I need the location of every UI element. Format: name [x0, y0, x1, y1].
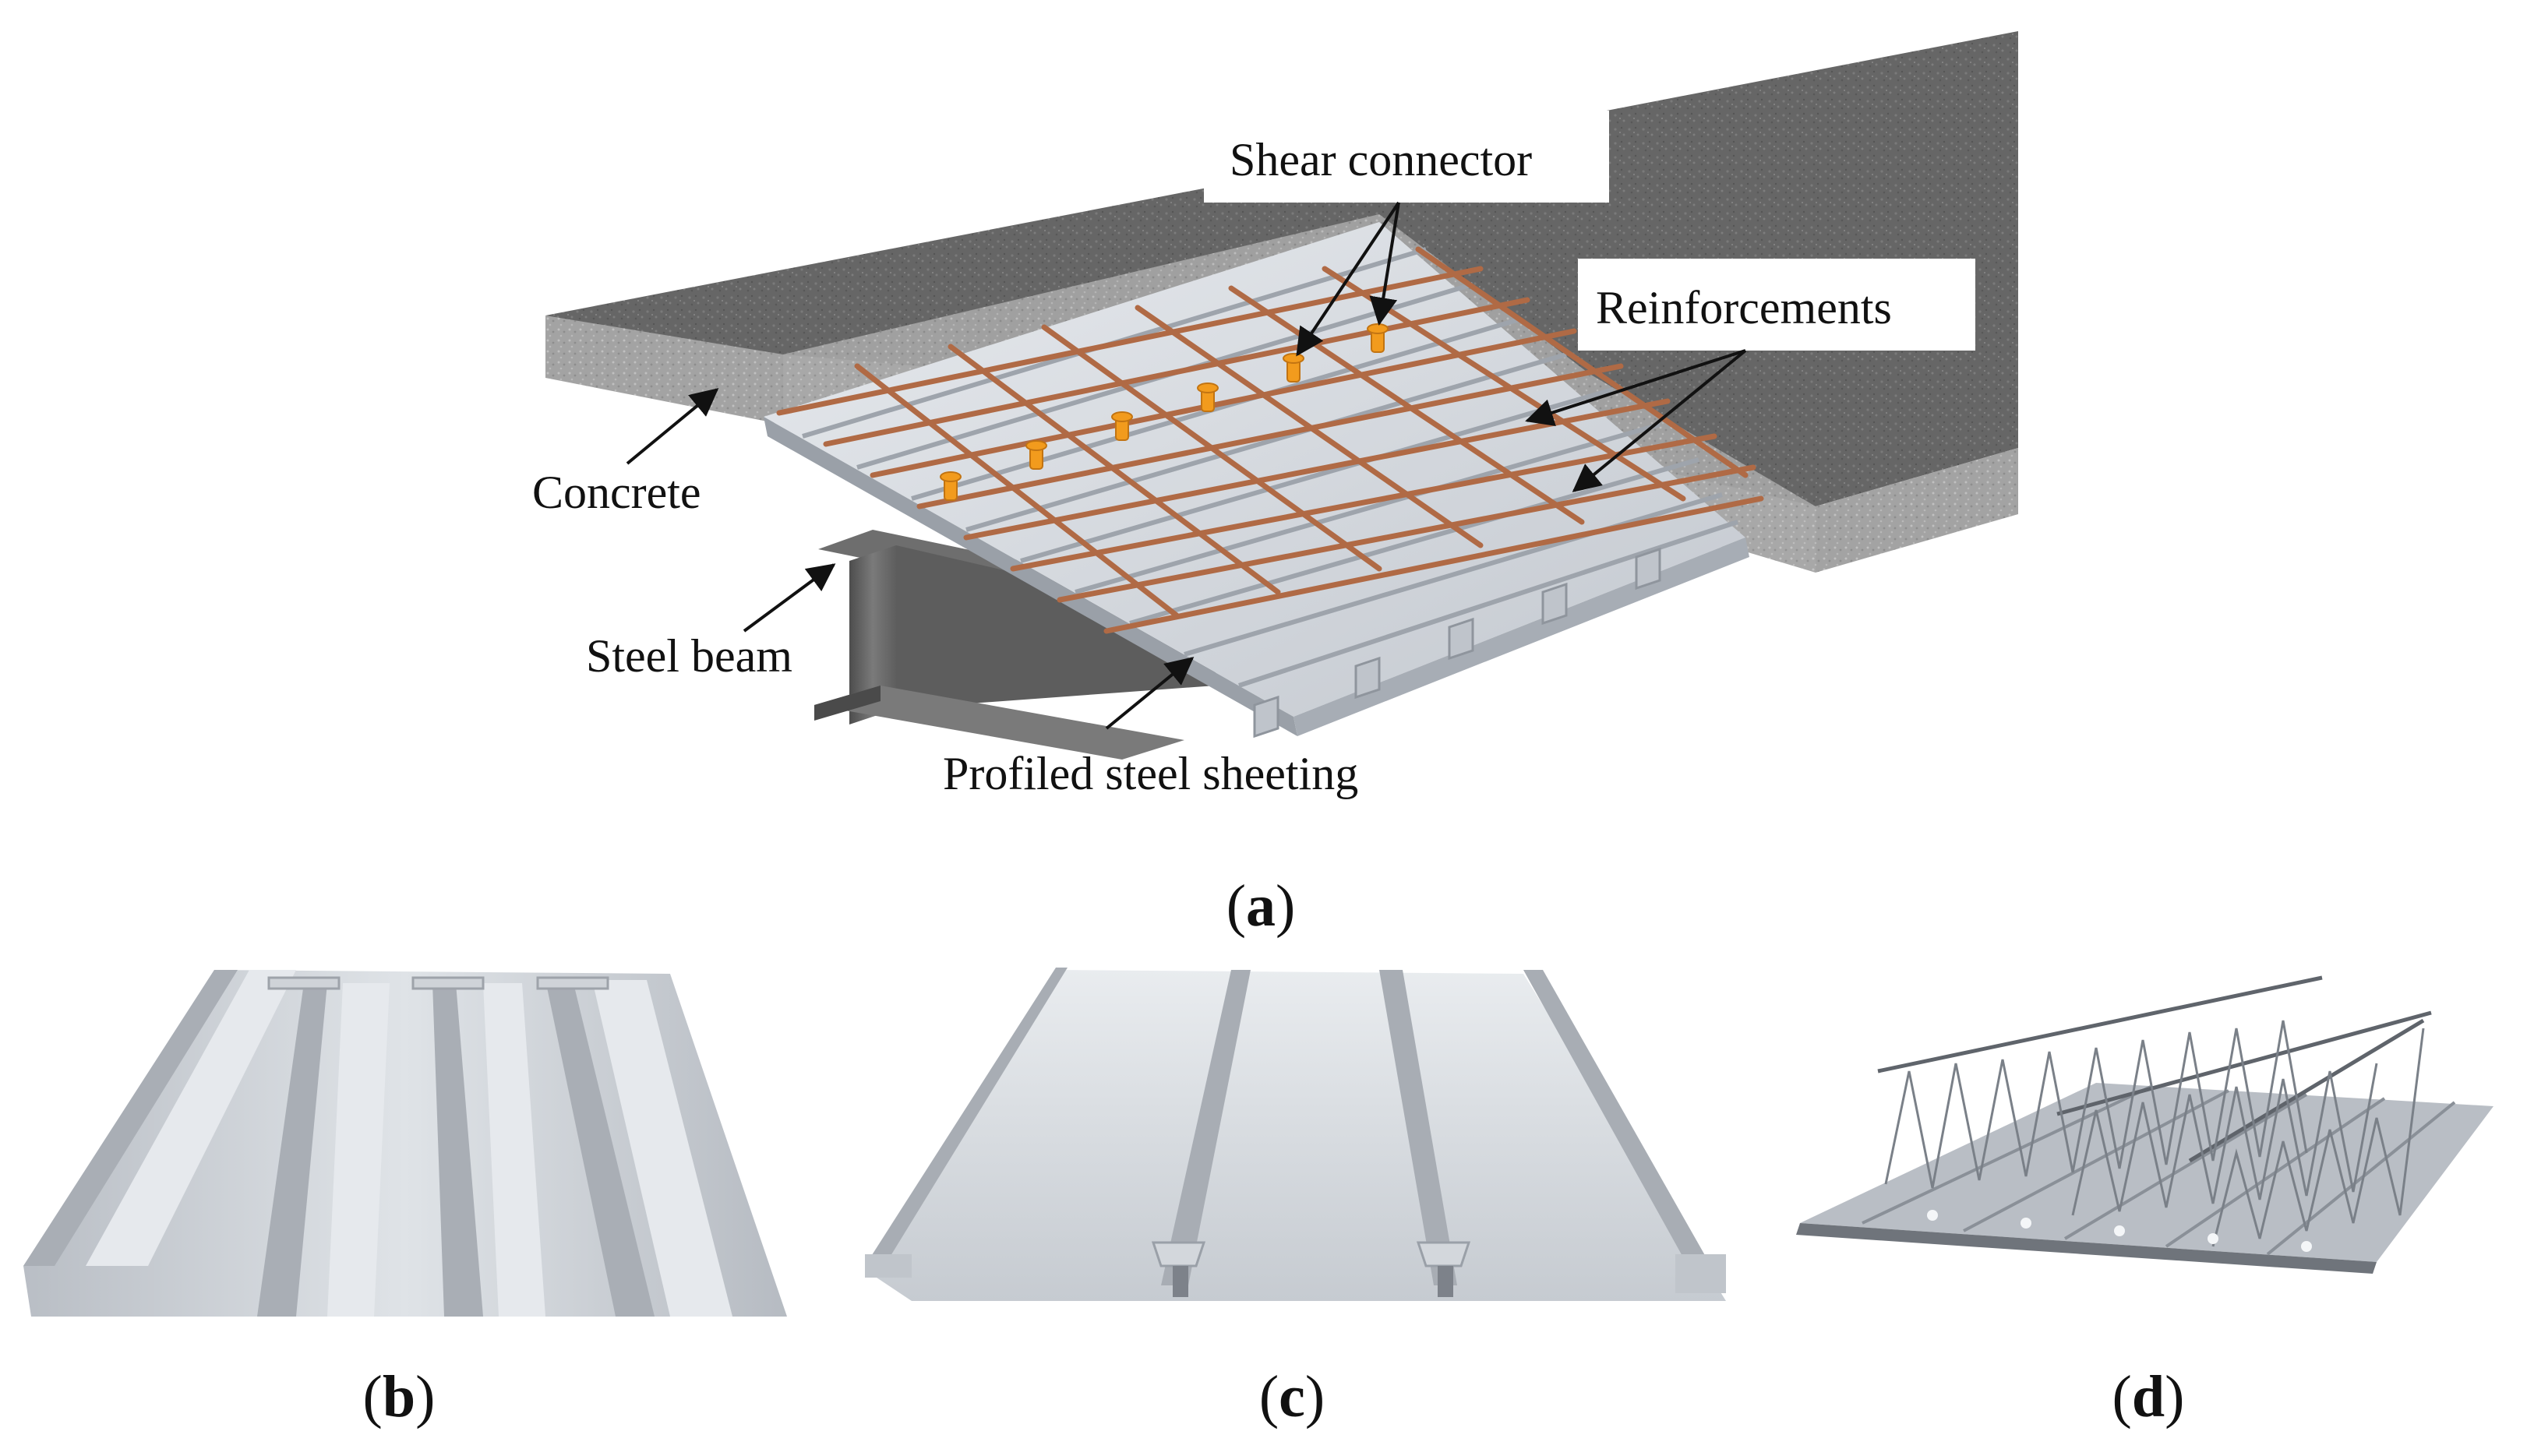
- reentrant-deck-illustration: [865, 968, 1726, 1301]
- caption-d: (d): [2112, 1364, 2185, 1430]
- steel-beam-label: Steel beam: [586, 630, 792, 682]
- shear-connector-label: Shear connector: [1230, 134, 1532, 185]
- shear-connector-studs: [940, 323, 1389, 501]
- caption-c: (c): [1259, 1364, 1325, 1430]
- reinforcement-grid: [776, 246, 1764, 634]
- reinforcements-label-box: [1578, 259, 1975, 351]
- composite-slab-illustration: Shear connector Reinforcements Concrete …: [532, 31, 2018, 799]
- truss-deck-illustration: [1796, 975, 2493, 1274]
- profiled-steel-sheeting-label: Profiled steel sheeting: [943, 748, 1358, 799]
- shear-connector-label-box: [1204, 111, 1609, 203]
- reinforcements-label: Reinforcements: [1596, 282, 1892, 333]
- trapezoidal-deck-illustration: [23, 970, 787, 1317]
- concrete-label: Concrete: [532, 467, 701, 518]
- concrete-slab-front-edge: [545, 316, 783, 425]
- concrete-slab-right-edge: [1816, 448, 2018, 573]
- caption-a: (a): [1226, 873, 1296, 939]
- callout-arrows: [626, 201, 1747, 730]
- caption-b: (b): [363, 1364, 436, 1430]
